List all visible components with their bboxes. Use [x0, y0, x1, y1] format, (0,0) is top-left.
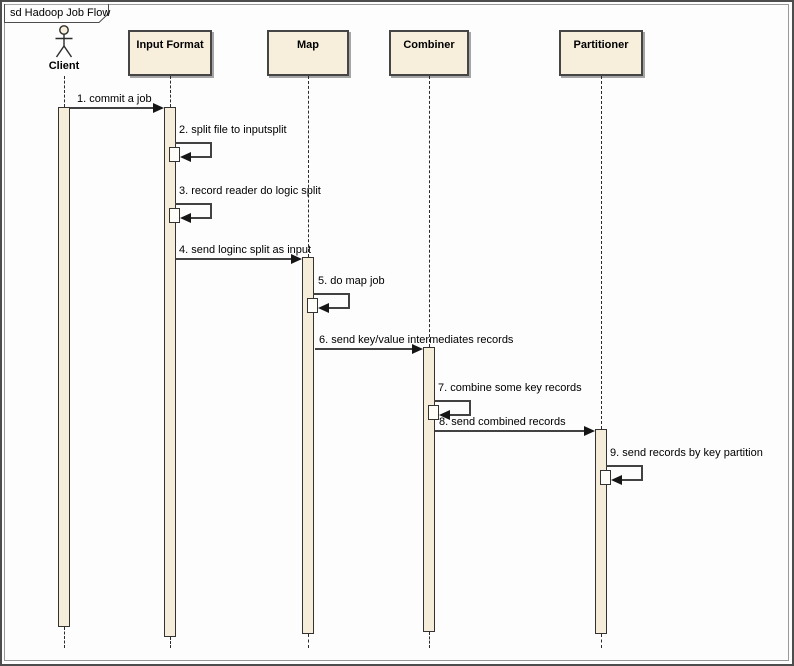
lifeline-head-map[interactable]: Map	[267, 30, 349, 76]
self-message-line	[641, 465, 643, 481]
arrowhead-left-icon	[318, 303, 329, 313]
self-message-line	[175, 142, 212, 144]
arrowhead-left-icon	[439, 410, 450, 420]
lifeline-dash-client-tail	[64, 627, 65, 648]
diagram-frame-border	[4, 4, 789, 661]
arrowhead-right-icon	[584, 426, 595, 436]
self-message-line	[210, 142, 212, 158]
arrowhead-left-icon	[180, 213, 191, 223]
arrowhead-left-icon	[611, 475, 622, 485]
lifeline-dash-combiner-tail	[429, 632, 430, 648]
self-message-line	[210, 203, 212, 219]
message-label[interactable]: 9. send records by key partition	[610, 447, 763, 459]
arrowhead-right-icon	[412, 344, 423, 354]
lifeline-dash-map	[308, 76, 309, 257]
lifeline-head-input-format[interactable]: Input Format	[128, 30, 212, 76]
self-message-line	[622, 479, 643, 481]
self-message-line	[313, 293, 350, 295]
message-label[interactable]: 3. record reader do logic split	[179, 185, 321, 197]
self-message-line	[469, 400, 471, 416]
nested-activation	[600, 470, 611, 485]
frame-tab-shape	[4, 3, 109, 23]
message-label[interactable]: 2. split file to inputsplit	[179, 124, 287, 136]
activation-bar-combiner[interactable]	[423, 347, 435, 632]
arrowhead-right-icon	[153, 103, 164, 113]
self-message-line	[434, 400, 471, 402]
activation-bar-partitioner[interactable]	[595, 429, 607, 634]
lifeline-dash-combiner	[429, 76, 430, 347]
lifeline-dash-input-format	[170, 76, 171, 107]
message-line	[315, 348, 413, 350]
lifeline-dash-input-format-tail	[170, 637, 171, 648]
actor-icon	[55, 25, 73, 58]
actor-label: Client	[48, 60, 80, 72]
message-label[interactable]: 8. send combined records	[439, 416, 566, 428]
activation-bar-map[interactable]	[302, 257, 314, 634]
lifeline-head-combiner[interactable]: Combiner	[389, 30, 469, 76]
lifeline-name: Partitioner	[573, 39, 629, 51]
self-message-line	[329, 307, 350, 309]
nested-activation	[169, 147, 180, 162]
frame-title: sd Hadoop Job Flow	[10, 7, 111, 19]
arrowhead-right-icon	[291, 254, 302, 264]
lifeline-name: Input Format	[136, 39, 204, 51]
message-line	[435, 430, 585, 432]
nested-activation	[169, 208, 180, 223]
self-message-line	[348, 293, 350, 309]
lifeline-dash-partitioner	[601, 76, 602, 429]
nested-activation	[307, 298, 318, 313]
lifeline-dash-partitioner-tail	[601, 634, 602, 648]
activation-bar-input-format[interactable]	[164, 107, 176, 637]
self-message-line	[606, 465, 643, 467]
message-line	[70, 107, 155, 109]
self-message-line	[175, 203, 212, 205]
message-label[interactable]: 4. send loginc split as input	[179, 244, 312, 256]
message-label[interactable]: 5. do map job	[318, 275, 385, 287]
message-label[interactable]: 1. commit a job	[77, 93, 152, 105]
arrowhead-left-icon	[180, 152, 191, 162]
message-label[interactable]: 7. combine some key records	[438, 382, 582, 394]
self-message-line	[450, 414, 471, 416]
lifeline-head-partitioner[interactable]: Partitioner	[559, 30, 643, 76]
message-label[interactable]: 6. send key/value intermediates records	[319, 334, 514, 346]
activation-bar-client[interactable]	[58, 107, 70, 627]
lifeline-name: Map	[297, 39, 319, 51]
lifeline-dash-client	[64, 76, 65, 107]
lifeline-dash-map-tail	[308, 634, 309, 648]
frame-title-tab[interactable]: sd Hadoop Job Flow	[4, 3, 116, 24]
nested-activation	[428, 405, 439, 420]
self-message-line	[191, 217, 212, 219]
self-message-line	[191, 156, 212, 158]
message-line	[176, 258, 292, 260]
lifeline-name: Combiner	[403, 39, 455, 51]
